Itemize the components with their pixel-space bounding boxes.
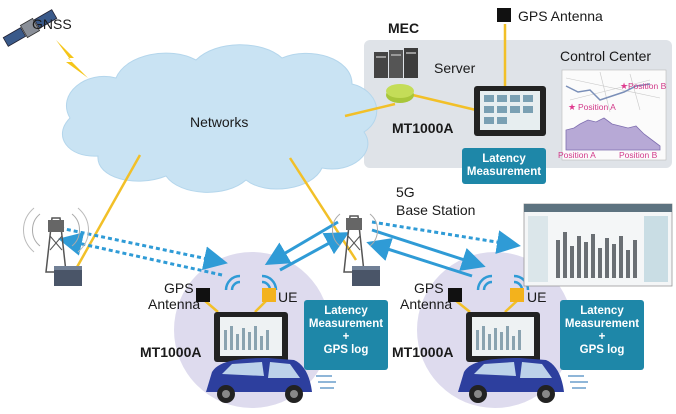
gps-antenna-right-line1: GPS <box>414 280 444 296</box>
tablet-device-icon <box>466 312 540 362</box>
gps-antenna-left-line1: GPS <box>164 280 194 296</box>
gps-antenna-marker-top <box>497 8 511 22</box>
cell-tower-icon <box>332 213 378 273</box>
networks-label: Networks <box>190 114 249 130</box>
latency-callout-center: Latency Measurement <box>462 148 546 184</box>
server-label: Server <box>434 60 476 76</box>
base-station-label-line2: Base Station <box>396 202 476 218</box>
callout-line: Latency <box>580 305 624 317</box>
gps-antenna-left-line2: Antenna <box>148 296 201 312</box>
server-rack-icon <box>374 48 418 78</box>
tablet-device-icon <box>474 86 546 136</box>
lightning-icon <box>56 40 88 78</box>
control-center-label: Control Center <box>560 48 652 64</box>
map-axis-position-a: Position A <box>558 150 596 160</box>
map-axis-position-b: Position B <box>619 150 658 160</box>
gps-antenna-top-label: GPS Antenna <box>518 8 603 24</box>
map-label-position-b: Position B <box>628 81 667 91</box>
callout-line: Measurement <box>466 166 542 178</box>
car-icon <box>458 358 588 403</box>
callout-line: + <box>342 331 350 343</box>
map-label-position-a: Position A <box>578 102 616 112</box>
network-cloud <box>61 44 378 193</box>
ue-right-label: UE <box>527 289 547 305</box>
satellite-icon <box>2 9 58 47</box>
callout-line: Latency <box>482 153 526 165</box>
latency-gps-callout-right: Latency Measurement + GPS log <box>560 300 644 370</box>
callout-line: Measurement <box>564 318 640 330</box>
signal-arrows <box>58 220 521 278</box>
callout-line: GPS log <box>579 344 625 356</box>
callout-line: GPS log <box>323 344 369 356</box>
tablet-device-icon <box>214 312 288 362</box>
router-icon <box>386 84 414 103</box>
map-chart <box>561 69 667 161</box>
gnss-label: GNSS <box>32 16 72 32</box>
base-station-icon <box>352 266 380 286</box>
latency-gps-callout-left: Latency Measurement + GPS log <box>304 300 388 370</box>
measurement-screen-icon <box>523 203 673 287</box>
ue-left-label: UE <box>278 289 298 305</box>
ue-marker-right <box>510 288 524 302</box>
ue-marker-left <box>262 288 276 302</box>
gps-antenna-marker-right <box>448 288 462 302</box>
base-station-label-line1: 5G <box>396 184 415 200</box>
callout-line: + <box>598 331 606 343</box>
map-star-b: ★ <box>620 82 628 92</box>
mt1000a-center-label: MT1000A <box>392 120 454 136</box>
mec-label: MEC <box>388 20 420 36</box>
callout-line: Latency <box>324 305 368 317</box>
car-icon <box>206 358 336 403</box>
gps-antenna-right-line2: Antenna <box>400 296 453 312</box>
callout-line: Measurement <box>308 318 384 330</box>
mt1000a-right-label: MT1000A <box>392 344 454 360</box>
mt1000a-left-label: MT1000A <box>140 344 202 360</box>
gps-antenna-marker-left <box>196 288 210 302</box>
base-station-icon <box>54 266 82 286</box>
map-star-a: ★ <box>568 103 576 113</box>
